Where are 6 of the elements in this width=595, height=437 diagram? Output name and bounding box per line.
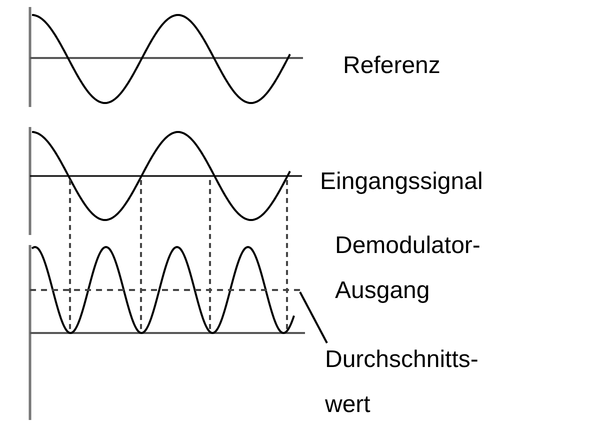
- leader-line: [299, 292, 328, 344]
- waveform-label: Eingangssignal: [320, 167, 484, 197]
- average-dashed-line: [30, 289, 300, 291]
- average-value-label: Durchschnitts- wert: [325, 337, 500, 427]
- waveform-label: Referenz: [343, 51, 442, 81]
- waveform-label: Demodulator- Ausgang: [335, 231, 482, 306]
